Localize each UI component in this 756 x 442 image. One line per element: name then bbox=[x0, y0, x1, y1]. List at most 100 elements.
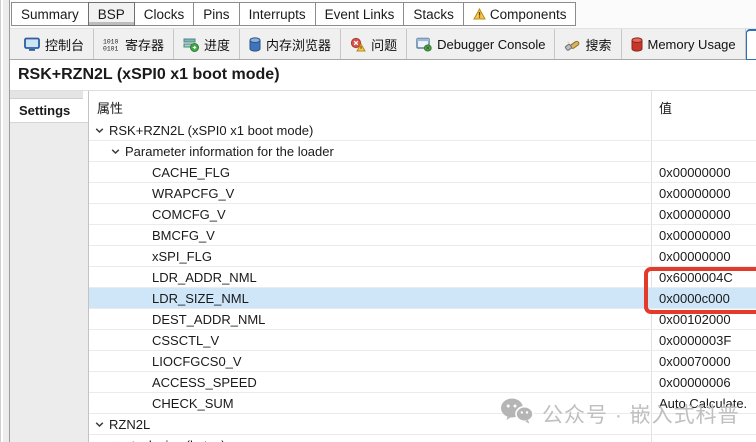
value-cell[interactable]: 0x00000000 bbox=[659, 185, 731, 201]
sidebar-tab-strip bbox=[10, 91, 83, 99]
value-cell[interactable]: 0x00000006 bbox=[659, 374, 731, 390]
chevron-down-icon[interactable] bbox=[94, 419, 109, 430]
chevron-down-icon[interactable] bbox=[110, 146, 125, 157]
editor-tab-summary[interactable]: Summary bbox=[11, 2, 89, 26]
property-cell: WRAPCFG_V bbox=[89, 186, 234, 201]
value-cell[interactable]: 0x00000000 bbox=[659, 164, 731, 180]
editor-tab-pins[interactable]: Pins bbox=[193, 2, 240, 26]
chevron-down-icon[interactable] bbox=[94, 125, 109, 136]
tab-settings[interactable]: Settings bbox=[19, 103, 71, 118]
property-cell: CACHE_FLG bbox=[89, 165, 230, 180]
property-label: LDR_ADDR_NML bbox=[152, 269, 257, 285]
column-header-value: 值 bbox=[659, 101, 673, 116]
view-tab-label: Debugger Console bbox=[437, 36, 546, 52]
table-row[interactable]: COMCFG_V 0x00000000 bbox=[89, 204, 756, 225]
table-row[interactable]: Parameter information for the loader bbox=[89, 141, 756, 162]
table-row[interactable]: RSK+RZN2L (xSPI0 x1 boot mode) bbox=[89, 120, 756, 141]
debugger-console-icon bbox=[416, 37, 432, 52]
value-cell[interactable]: 0x00102000 bbox=[659, 311, 731, 327]
page-title: RSK+RZN2L (xSPI0 x1 boot mode) bbox=[10, 60, 756, 91]
column-header-property: 属性 bbox=[97, 101, 124, 116]
editor-tab-interrupts[interactable]: Interrupts bbox=[238, 2, 316, 26]
table-row[interactable]: CSSCTL_V 0x0000003F bbox=[89, 330, 756, 351]
value-cell[interactable]: 0x00000000 bbox=[659, 206, 731, 222]
editor-tab-label: Components bbox=[489, 6, 567, 22]
svg-text:0101: 0101 bbox=[103, 45, 119, 51]
table-row[interactable]: LDR_ADDR_NML 0x6000004C bbox=[89, 267, 756, 288]
value-cell[interactable]: 0x6000004C bbox=[659, 269, 733, 285]
property-cell: RSK+RZN2L (xSPI0 x1 boot mode) bbox=[89, 123, 313, 138]
view-tab-搜索[interactable]: 搜索 bbox=[555, 29, 622, 59]
view-tab-label: 寄存器 bbox=[125, 37, 165, 53]
editor-tab-label: BSP bbox=[97, 6, 125, 22]
property-label: xSPI_FLG bbox=[152, 248, 212, 264]
property-cell: LDR_ADDR_NML bbox=[89, 270, 257, 285]
property-cell: stack size (bytes) bbox=[89, 438, 225, 442]
table-row[interactable]: CACHE_FLG 0x00000000 bbox=[89, 162, 756, 183]
sidebar-panel bbox=[10, 122, 88, 442]
view-tab-label: 进度 bbox=[204, 37, 231, 53]
table-row[interactable]: DEST_ADDR_NML 0x00102000 bbox=[89, 309, 756, 330]
editor-tab-components[interactable]: Components bbox=[462, 2, 577, 26]
value-cell[interactable]: 0x00000000 bbox=[659, 248, 731, 264]
view-tab-进度[interactable]: 进度 bbox=[174, 29, 241, 59]
view-tab-label: 搜索 bbox=[585, 37, 612, 53]
editor-tab-bsp[interactable]: BSP bbox=[87, 2, 135, 26]
property-cell: DEST_ADDR_NML bbox=[89, 312, 265, 327]
main-column: Summary BSP Clocks Pins Interrupts Event Link… bbox=[10, 0, 756, 442]
property-label: CACHE_FLG bbox=[152, 164, 231, 180]
view-tab-label: 内存浏览器 bbox=[266, 37, 332, 53]
value-cell[interactable]: 0x00070000 bbox=[659, 353, 731, 369]
property-label: CSSCTL_V bbox=[152, 332, 220, 348]
table-row[interactable]: RZN2L bbox=[89, 414, 756, 435]
property-label: stack size (bytes) bbox=[125, 438, 225, 442]
editor-tab-label: Stacks bbox=[413, 6, 454, 22]
view-tab-控制台[interactable]: 控制台 bbox=[15, 29, 95, 59]
warning-icon bbox=[473, 8, 486, 20]
property-cell: BMCFG_V bbox=[89, 228, 215, 243]
property-cell: xSPI_FLG bbox=[89, 249, 212, 264]
value-cell[interactable]: Auto Calculate. bbox=[659, 395, 748, 411]
editor-tab-label: Interrupts bbox=[248, 6, 306, 22]
view-tab-内存浏览器[interactable]: 内存浏览器 bbox=[240, 29, 342, 59]
view-tab-属性[interactable]: 属性× bbox=[745, 29, 756, 60]
value-cell[interactable]: 0x0000c000 bbox=[659, 290, 730, 306]
table-row[interactable]: stack size (bytes) bbox=[89, 435, 756, 442]
svg-text:1010: 1010 bbox=[103, 38, 119, 45]
left-splitter-rail[interactable] bbox=[0, 0, 10, 442]
property-label: RSK+RZN2L (xSPI0 x1 boot mode) bbox=[109, 122, 314, 138]
editor-tab-label: Clocks bbox=[143, 6, 185, 22]
table-row[interactable]: WRAPCFG_V 0x00000000 bbox=[89, 183, 756, 204]
properties-rows: RSK+RZN2L (xSPI0 x1 boot mode) Parameter … bbox=[89, 120, 756, 442]
console-icon bbox=[24, 37, 40, 52]
view-tab-memory-usage[interactable]: Memory Usage bbox=[622, 29, 746, 59]
property-label: RZN2L bbox=[109, 416, 151, 432]
memory-browser-icon bbox=[249, 36, 261, 52]
editor-tab-stacks[interactable]: Stacks bbox=[403, 2, 464, 26]
table-row[interactable]: xSPI_FLG 0x00000000 bbox=[89, 246, 756, 267]
table-header: 属性 值 bbox=[89, 91, 756, 120]
content-area: Settings 属性 值 RSK+RZN2L (xSPI0 x1 boot m… bbox=[10, 91, 756, 442]
property-label: COMCFG_V bbox=[152, 206, 226, 222]
view-tab-问题[interactable]: 问题 bbox=[341, 29, 408, 59]
search-icon bbox=[564, 37, 580, 52]
editor-tab-label: Summary bbox=[21, 6, 79, 22]
value-cell[interactable]: 0x0000003F bbox=[659, 332, 732, 348]
editor-tab-event-links[interactable]: Event Links bbox=[314, 2, 405, 26]
property-label: DEST_ADDR_NML bbox=[152, 311, 266, 327]
table-row[interactable]: BMCFG_V 0x00000000 bbox=[89, 225, 756, 246]
property-label: Parameter information for the loader bbox=[125, 143, 334, 159]
editor-tab-clocks[interactable]: Clocks bbox=[133, 2, 195, 26]
view-tab-debugger-console[interactable]: Debugger Console bbox=[407, 29, 556, 59]
value-cell[interactable]: 0x00000000 bbox=[659, 227, 731, 243]
property-cell: Parameter information for the loader bbox=[89, 144, 334, 159]
view-tab-label: 控制台 bbox=[45, 37, 85, 53]
